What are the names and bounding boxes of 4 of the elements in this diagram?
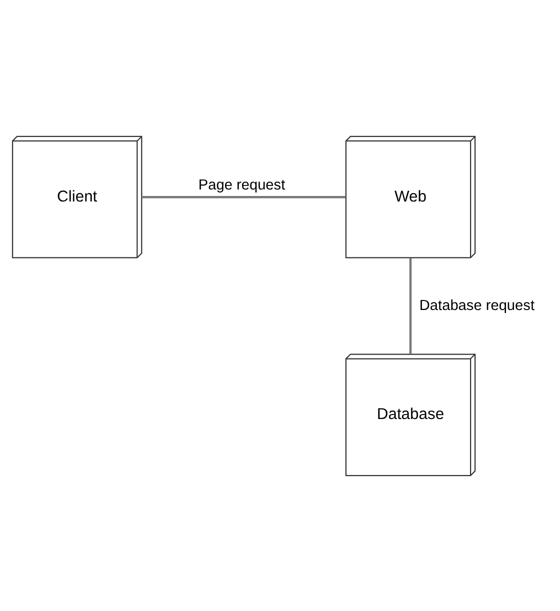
connector	[142, 195, 346, 198]
connector	[409, 257, 412, 354]
edge-label: Page request	[198, 177, 286, 194]
edge-label: Database request	[419, 297, 534, 314]
